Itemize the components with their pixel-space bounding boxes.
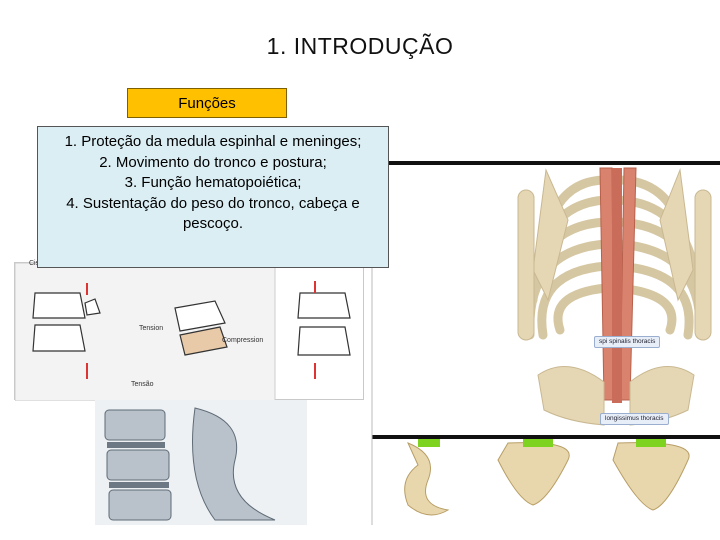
function-item-2: 2. Movimento do tronco e postura; xyxy=(99,153,327,171)
function-item-1: 1. Proteção da medula espinhal e meninge… xyxy=(64,133,362,150)
label-compression: Compression xyxy=(222,337,264,344)
slide-title: 1. INTRODUÇÃO xyxy=(266,33,454,59)
lumbar-spine-image xyxy=(95,400,307,525)
skeleton-illustration: spi spinalis thoracis longissimus thorac… xyxy=(368,160,720,525)
label-tension: Tension xyxy=(139,325,164,332)
spine-mechanics-diagram: Cisalhamento Torsão Tension Compression … xyxy=(14,260,364,402)
section-label: Funções xyxy=(178,94,236,112)
label-tensao: Tensão xyxy=(131,381,154,388)
section-label-box: Funções xyxy=(127,88,287,118)
functions-list: 1. Proteção da medula espinhal e meninge… xyxy=(37,126,389,268)
skeleton-drawing xyxy=(368,160,720,525)
muscle-label-longissimus: longissimus thoracis xyxy=(600,413,669,425)
muscle-label-spinalis: spi spinalis thoracis xyxy=(594,336,661,348)
function-item-3: 3. Função hematopoiética; xyxy=(124,174,302,191)
mechanics-drawing xyxy=(14,262,351,402)
lumbar-spine-drawing xyxy=(95,400,307,525)
function-item-4: 4. Sustentação do peso do tronco, cabeça… xyxy=(66,194,360,233)
